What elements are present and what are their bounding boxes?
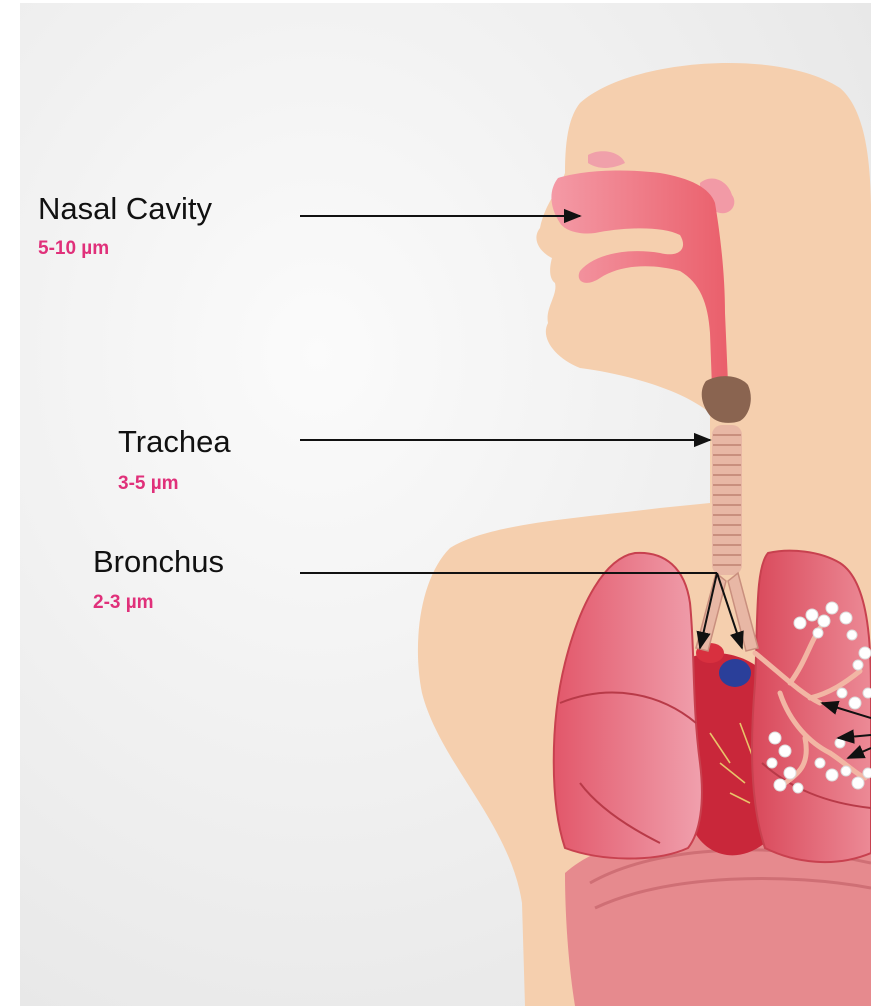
nasal-cavity-size: 5-10 µm	[38, 239, 109, 258]
bronchus-size: 2-3 µm	[93, 593, 154, 612]
trachea-label: Trachea	[118, 426, 231, 457]
trachea-size: 3-5 µm	[118, 474, 179, 493]
bronchus-label: Bronchus	[93, 546, 224, 577]
nasal-cavity-label: Nasal Cavity	[38, 193, 212, 224]
respiratory-illustration	[20, 3, 871, 1006]
trachea-rings	[712, 425, 742, 575]
diagram-panel: Nasal Cavity 5-10 µm Trachea 3-5 µm Bron…	[20, 3, 871, 1006]
aorta	[719, 659, 751, 687]
